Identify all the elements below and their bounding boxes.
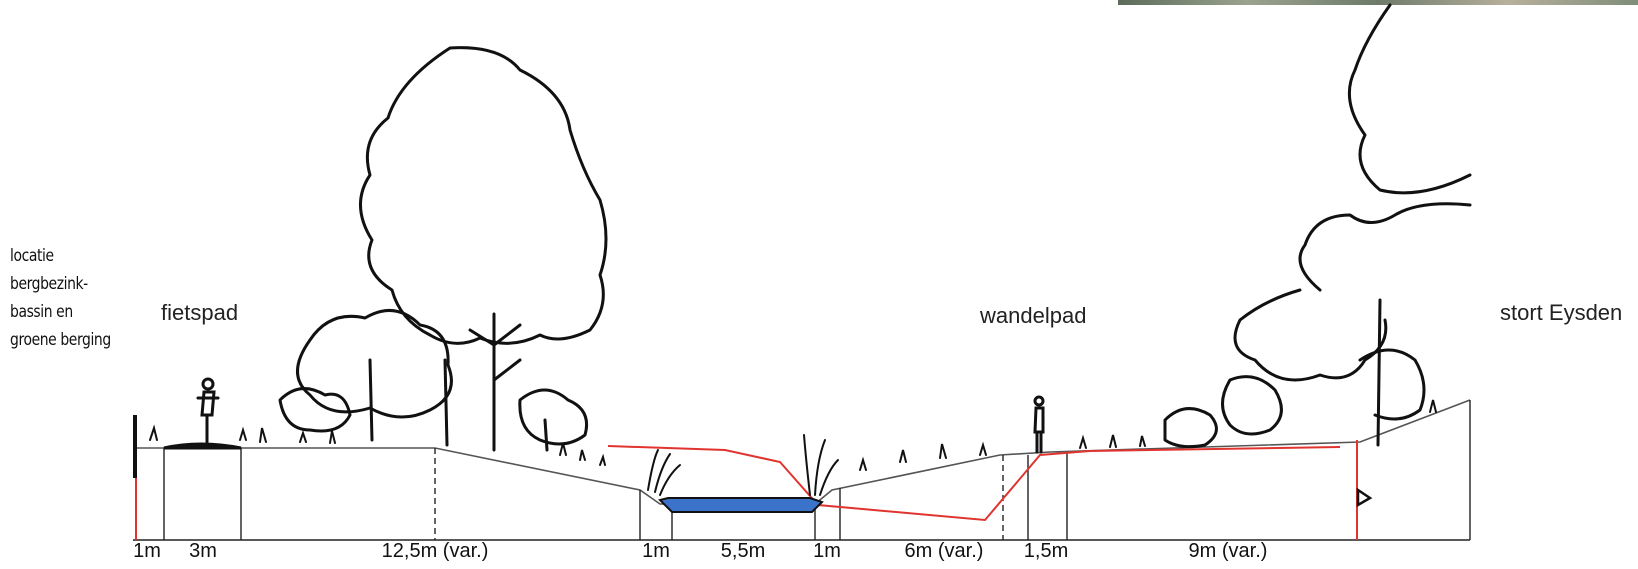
terrain-profile [133,399,1471,541]
zone-label-stort: stort Eysden [1500,300,1623,325]
dimension-label: 5,5m [720,540,766,562]
dimension-label: 1m [642,540,670,562]
dimension-label: 1m [133,540,161,562]
zone-label-wandelpad: wandelpad [980,303,1087,328]
dimension-label: 12,5m (var.) [381,540,489,562]
location-note-line: groene berging [10,330,111,350]
location-note: locatie bergbezink- bassin en groene ber… [10,242,111,354]
red-boundary-line [135,440,1358,540]
cyclist-figure [196,377,220,444]
dimension-label: 1m [813,540,841,562]
bike-path-surface [163,442,242,450]
dimension-label: 1,5m [1023,540,1069,562]
dimension-label: 6m (var.) [904,540,984,562]
photo-thumbnail-edge [1118,0,1638,5]
tree-group-left [278,308,589,452]
location-note-line: bassin en [10,302,73,322]
water-channel [658,497,824,513]
dimension-label: 9m (var.) [1188,540,1268,562]
tree-large-right [1163,3,1472,449]
marker-flag [1356,487,1373,508]
dimension-label: 3m [189,540,217,562]
tree-large-left [359,46,608,452]
pedestrian-figure [1033,395,1045,454]
zone-label-fietspad: fietspad [161,300,239,325]
location-note-line: locatie [10,246,54,266]
location-note-line: bergbezink- [10,274,88,294]
grass-vegetation [149,399,1437,496]
